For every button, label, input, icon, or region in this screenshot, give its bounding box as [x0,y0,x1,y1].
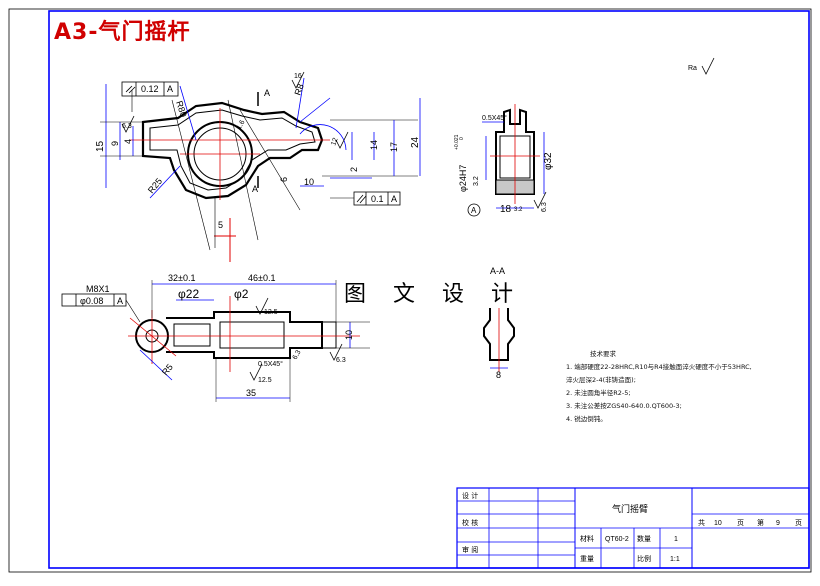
title-block-labels: 设 计 校 核 审 阅 气门摇臂 材料 QT60-2 数量 1 重量 比例 1:… [462,491,802,563]
section-title: A-A [490,266,505,276]
tech-req-item: 4. 锐边倒钝。 [566,415,607,423]
dim-12: 12 [330,137,339,147]
tb-total: 10 [714,520,722,527]
tb-review: 审 阅 [462,545,478,554]
tech-req-heading: 技术要求 [590,350,616,358]
radius-r8: R8 [292,82,305,96]
section-mark-a-top: A [264,88,270,98]
tb-total-unit: 页 [737,519,744,527]
tb-weight-label: 重量 [580,555,594,563]
roughness-front-top: 16 [294,73,302,80]
dim-32: 32±0.1 [168,273,195,283]
dim-phi22: φ22 [178,287,199,301]
dim-9: 9 [110,141,120,146]
title-block-grid [456,487,810,569]
tb-sheet: 9 [776,520,780,527]
tech-req-item: 淬火层深2-4(非铸造面); [566,376,636,384]
radius-r80: R80 [174,100,189,119]
drawing-title: A3-气门摇杆 [54,20,191,45]
roughness-front-left: 6.3 [122,123,132,130]
dim-phi24h7-lower: 0 [459,137,465,140]
tb-scale: 1:1 [670,556,680,563]
section-mark-a-bottom: A [252,184,258,194]
tb-sheet-label: 第 [757,518,764,527]
chamfer-side: 0.5X45° [482,114,507,122]
tb-design: 设 计 [462,491,478,500]
tol-value-top: 0.12 [141,84,159,94]
dim-35: 35 [246,388,256,398]
roughness-top-right: 6.3 [336,357,346,364]
tb-total-label: 共 [698,518,705,527]
side-view-labels: 0.5X45° φ32 φ24H7 +0.021 0 3.2 18 3.2 6.… [454,65,697,215]
roughness-side-right: 6.3 [541,202,548,212]
tech-req-item: 3. 未注公差按ZGS40-640.0.QT600-3; [566,402,682,410]
tol-datum-bottom: A [391,194,397,204]
tol-position-datum: A [117,296,123,306]
datum-a-side: A [471,206,477,215]
technical-requirements: 技术要求 1. 端部硬度22-28HRC,R10与R4接触面淬火硬度不小于53H… [566,348,752,426]
thread-m8x1: M8X1 [86,284,110,294]
dim-46: 46±0.1 [248,273,275,283]
dim-14: 14 [369,140,379,150]
tb-quantity: 1 [674,536,678,543]
dim-15: 15 [95,140,106,152]
inner-frame [48,10,810,569]
dim-18: 18 [500,204,512,215]
roughness-top-upper: 12.5 [264,309,278,316]
dim-4: 4 [123,139,133,144]
dim-phi24h7: φ24H7 [458,165,468,192]
dim-phi32: φ32 [543,152,554,170]
tech-req-item: 2. 未注圆角半径R2-5; [566,389,631,397]
dim-2: 2 [349,167,359,172]
dim-phi24h7-upper: +0.021 [454,134,460,150]
dim-6: 6 [279,177,289,182]
side-view [467,57,715,217]
tol-datum-top: A [167,84,173,94]
roughness-side-inner: 3.2 [473,176,480,186]
dim-10-top: 10 [344,330,354,340]
tech-req-item: 1. 端部硬度22-28HRC,R10与R4接触面淬火硬度不小于53HRC, [566,363,752,371]
outer-frame [8,8,812,573]
tb-part-name: 气门摇臂 [612,503,648,515]
roughness-top-lower: 12.5 [258,377,272,384]
top-view-labels: M8X1 φ0.08 A 32±0.1 46±0.1 φ22 φ2 12.5 1… [80,273,354,398]
tb-material: QT60-2 [605,536,629,543]
roughness-front-inner: 1.6 [236,119,247,131]
watermark: 图 文 设 计 [338,276,529,308]
dim-5: 5 [218,220,223,230]
dim-17: 17 [389,142,399,152]
tol-value-bottom: 0.1 [371,194,384,204]
tb-sheet-unit: 页 [795,519,802,527]
dim-10: 10 [304,177,314,187]
top-view [61,280,370,402]
dim-24: 24 [410,136,421,148]
chamfer-top: 0.5X45° [258,360,283,368]
roughness-side-bottom: 3.2 [514,207,523,213]
radius-r25: R25 [146,176,164,195]
radius-r5: R5 [160,362,175,377]
tb-quantity-label: 数量 [637,534,651,543]
roughness-top-end: 6.3 [292,349,303,361]
dim-phi2: φ2 [234,287,249,301]
front-view [100,71,421,262]
section-dim-8: 8 [496,370,501,380]
tb-check: 校 核 [462,518,478,527]
roughness-general-note: Ra [688,65,697,72]
tb-material-label: 材料 [580,534,594,543]
tb-scale-label: 比例 [637,554,651,563]
tol-position: φ0.08 [80,296,103,306]
